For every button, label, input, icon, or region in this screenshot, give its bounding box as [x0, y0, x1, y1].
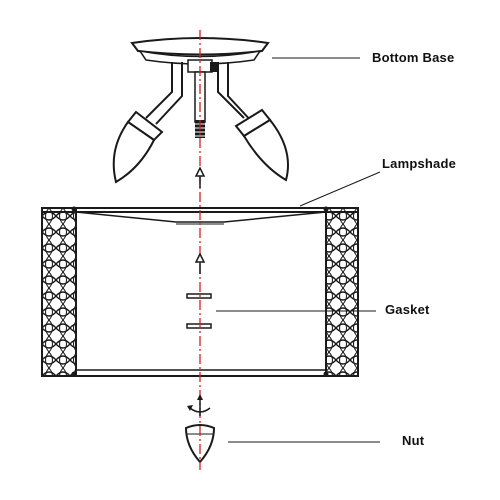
lampshade-leader [299, 171, 381, 207]
threaded-rod-icon [195, 123, 205, 137]
gasket-label: Gasket [385, 302, 430, 317]
rotate-arrow-icon [187, 394, 211, 416]
gasket-part [186, 293, 212, 329]
bottom-base-label: Bottom Base [372, 50, 455, 65]
right-bulb-arm [217, 62, 289, 182]
nut-label: Nut [402, 433, 425, 448]
lampshade-label: Lampshade [382, 156, 457, 171]
lampshade-part [41, 206, 359, 377]
up-arrow-icon [194, 252, 206, 274]
left-bulb-arm [112, 62, 183, 184]
up-arrow-icon [194, 166, 206, 188]
